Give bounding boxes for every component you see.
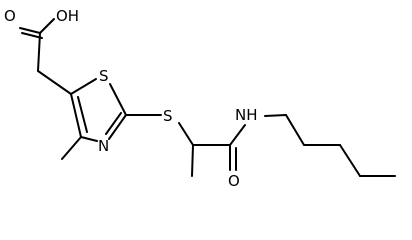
acetic-acid-group: OH O [4, 7, 79, 95]
bond-c4-c5-a [70, 93, 82, 138]
bond-c-o-double-a [19, 27, 41, 34]
bond-n3-c4 [80, 136, 98, 142]
bond-c1-c2 [285, 114, 305, 146]
ring-nitrogen-label: N [98, 137, 109, 155]
amide-nh-label: NH [235, 106, 258, 124]
bond-carboxyl-ch2 [37, 32, 41, 72]
thiazole-ring: S N [70, 67, 127, 155]
hydroxyl-label: OH [56, 7, 79, 25]
carbonyl-oxygen-label-acid: O [4, 7, 16, 25]
bond-c4-c5-b [77, 96, 88, 133]
bond-c2-n3-b [105, 112, 122, 135]
bond-carbonyl-nh [229, 124, 246, 146]
bond-ch2-ring [37, 70, 72, 95]
bond-c2-n3-a [108, 114, 127, 140]
bond-thioether-ch [178, 122, 194, 146]
thioether-sulfur-label: S [163, 107, 173, 125]
bond-c3-c4 [339, 144, 361, 177]
molecule-structure-diagram: OH O S N S NH O [4, 7, 396, 190]
bond-nh-c1 [264, 114, 287, 117]
bond-c4-methyl [61, 136, 82, 160]
bond-ch-methyl [191, 144, 194, 177]
bond-c5-s1 [70, 78, 97, 95]
carbonyl-oxygen-label-amide: O [228, 172, 240, 190]
bond-s1-c2 [109, 83, 127, 116]
propanamide-chain: S NH O [125, 106, 258, 190]
pentyl-chain [264, 114, 396, 177]
bond-c-o-double-b [21, 32, 43, 39]
bond-c-oh [39, 18, 55, 34]
ring-sulfur-label: S [99, 67, 109, 85]
